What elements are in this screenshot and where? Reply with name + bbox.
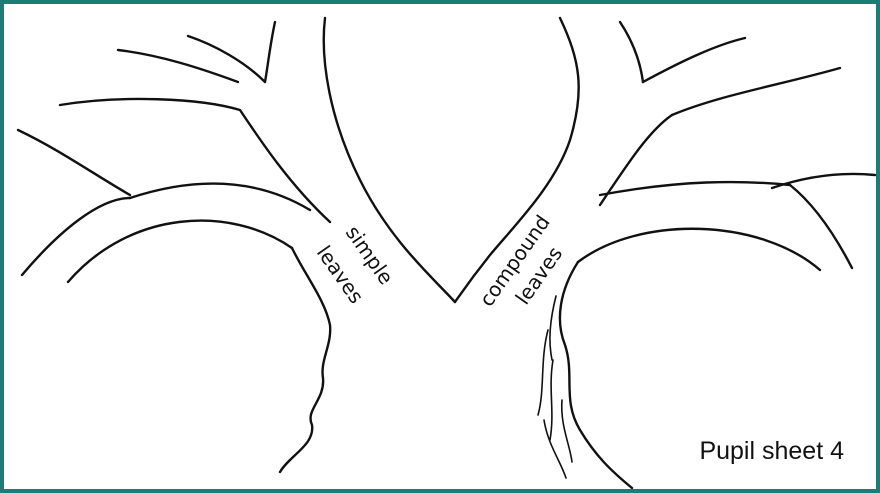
right-lower-limb: [578, 229, 820, 270]
right-mid-limb: [600, 182, 790, 195]
bark-line-2: [538, 330, 548, 415]
bark-line-3: [550, 360, 553, 440]
right-upper-limb-a: [672, 68, 840, 115]
left-branches: [18, 18, 455, 472]
bark-line-4: [562, 400, 572, 462]
left-mid-limb: [130, 184, 310, 210]
left-fork-b: [22, 198, 130, 275]
left-trunk-outer: [280, 248, 330, 472]
left-fork-a: [18, 130, 130, 195]
left-upper-limb: [60, 99, 330, 222]
left-top-branch-a: [118, 50, 238, 82]
left-top-branch-b: [188, 22, 275, 82]
right-upper-limb-b: [600, 115, 672, 205]
left-lower-limb: [68, 221, 292, 282]
right-top-branch-a: [620, 22, 643, 82]
bark-line-5: [544, 420, 566, 478]
bark-texture: [538, 296, 572, 478]
bark-line-1: [550, 296, 556, 360]
sheet-label: Pupil sheet 4: [699, 437, 844, 466]
right-top-branch-b: [643, 38, 745, 82]
